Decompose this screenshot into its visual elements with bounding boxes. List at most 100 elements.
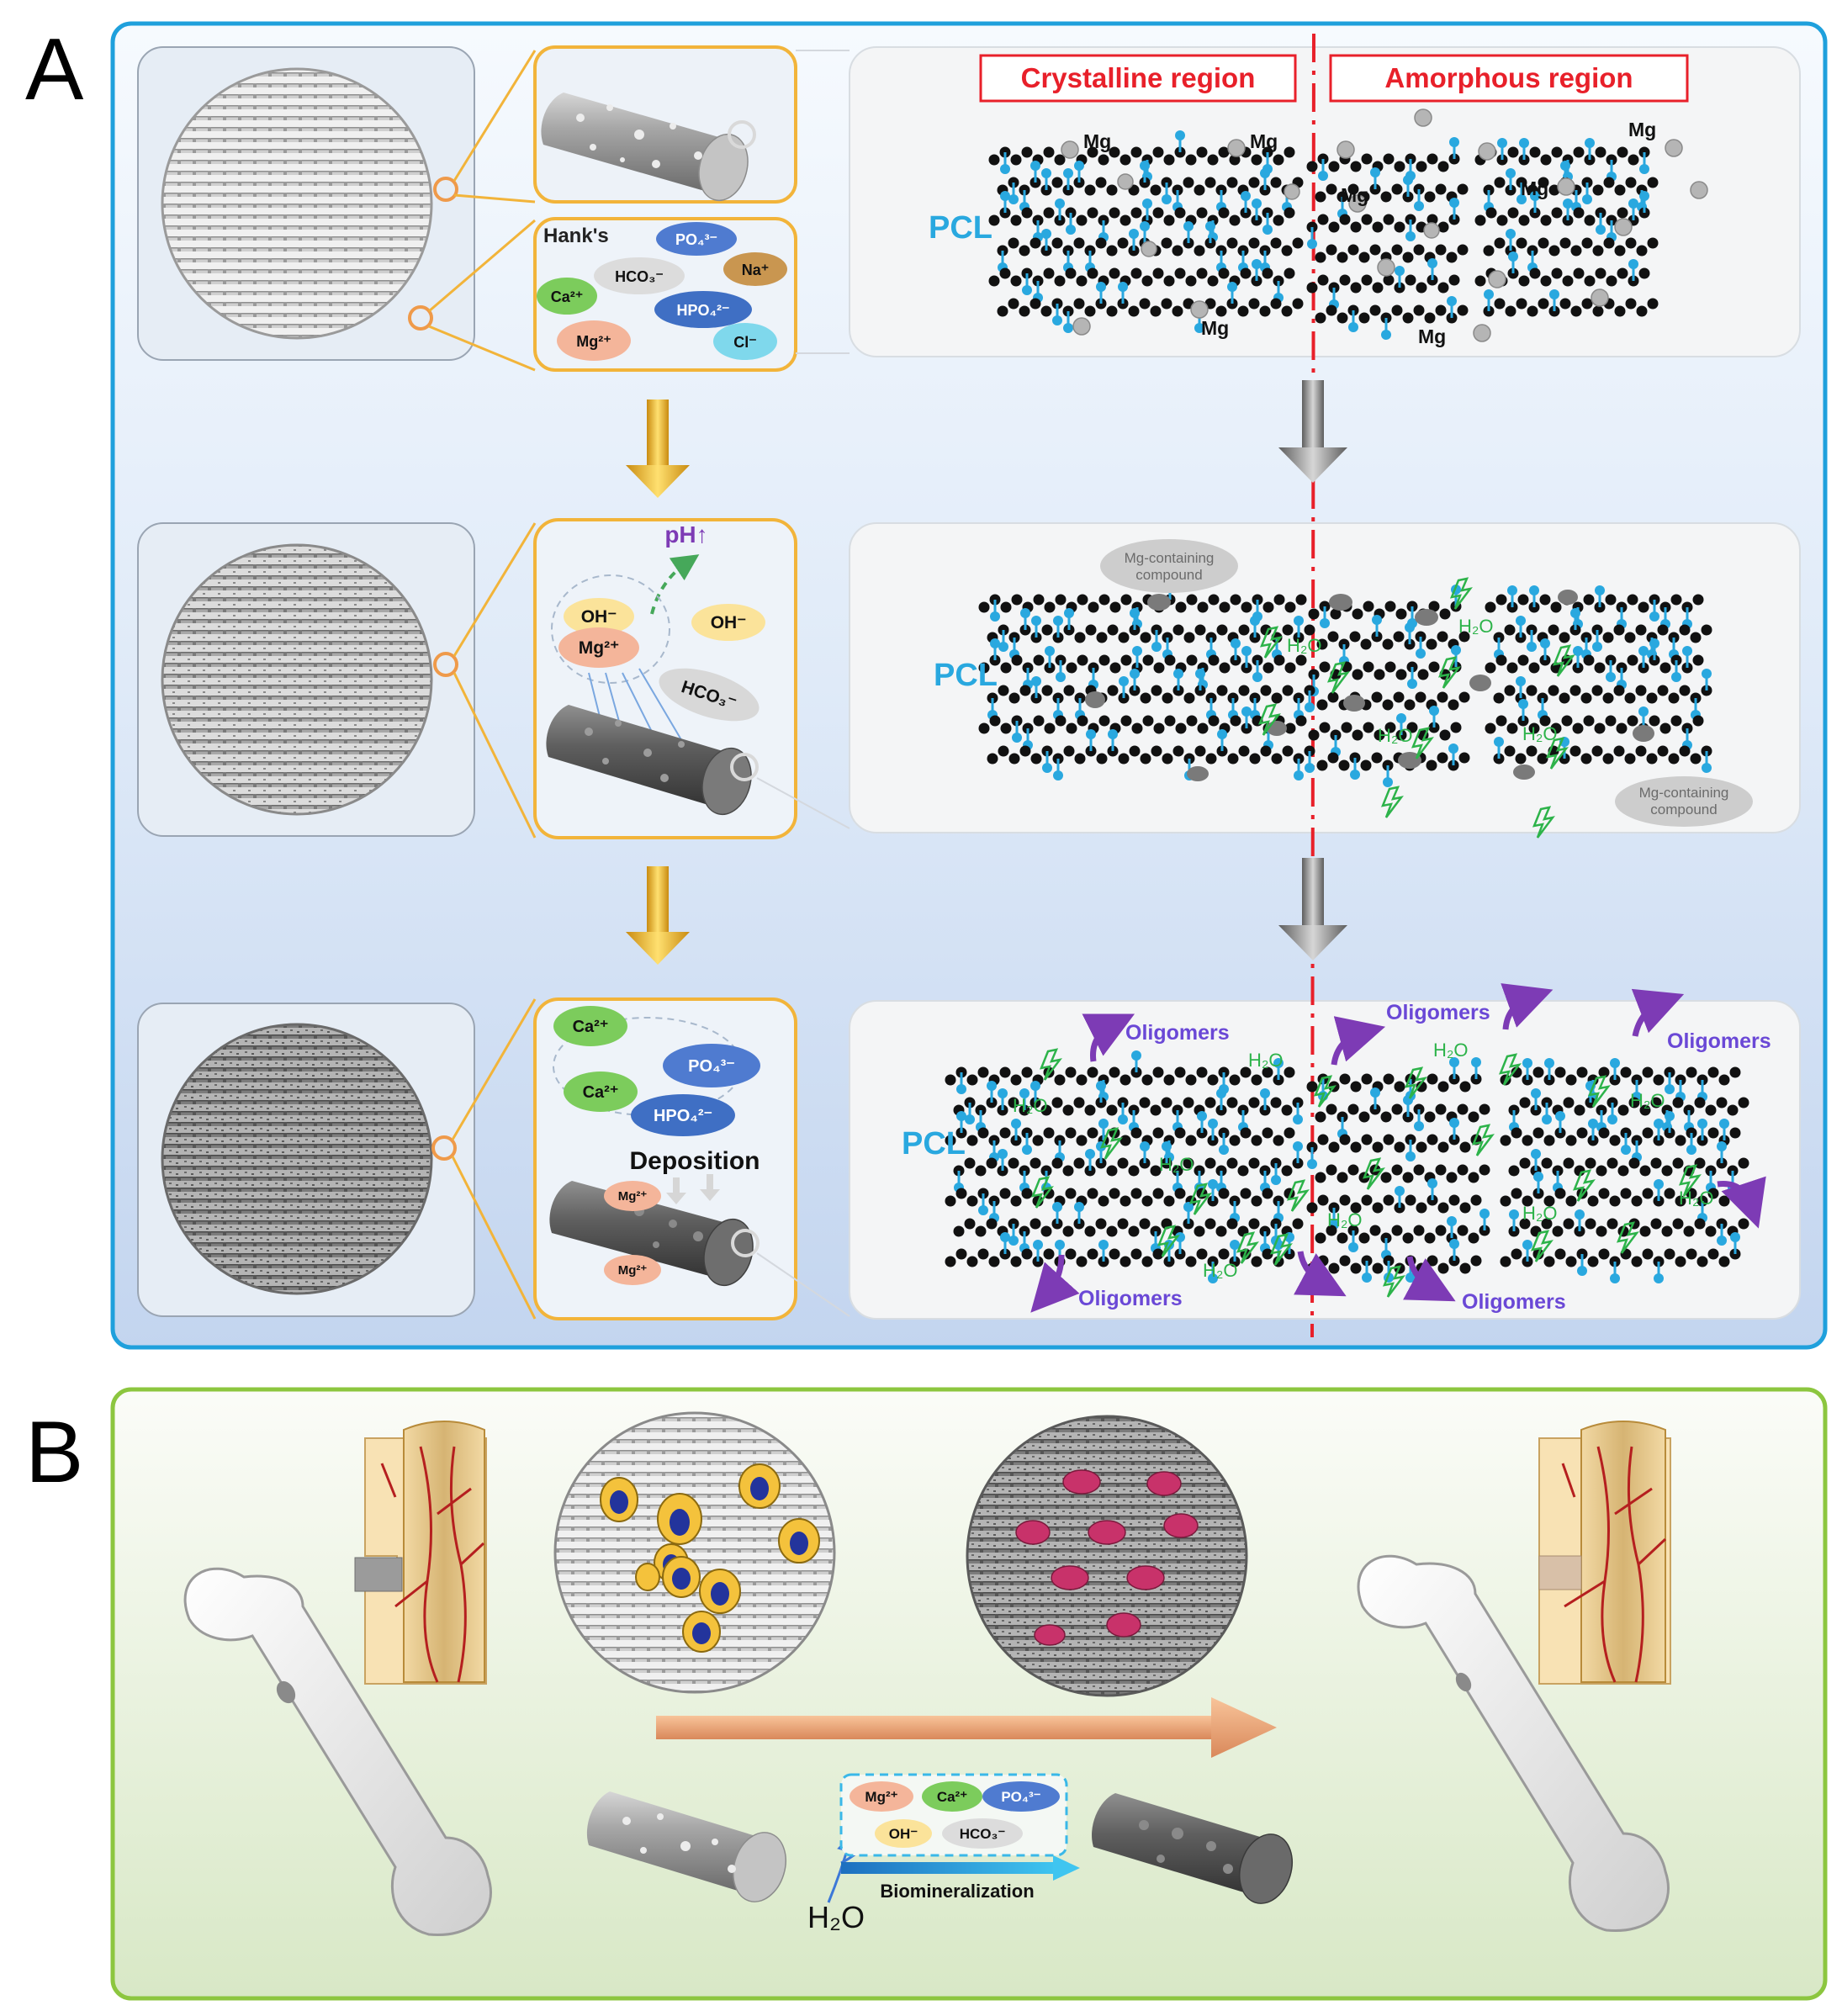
chain-atom	[1574, 1104, 1585, 1116]
oxygen-atom	[1064, 608, 1074, 618]
chain-atom	[1413, 244, 1425, 256]
chain-atom	[1620, 1188, 1632, 1199]
oxygen-atom	[1241, 706, 1252, 717]
chain-atom	[1435, 1225, 1447, 1236]
chain-atom	[945, 1195, 956, 1207]
water-bolt-icon	[1257, 703, 1281, 736]
chain-atom	[1153, 662, 1165, 674]
chain-atom	[1019, 685, 1031, 696]
chain-atom	[1705, 1225, 1717, 1237]
water-bolt-icon	[1099, 1127, 1123, 1160]
chain-atom	[1361, 1194, 1373, 1206]
chain-atom	[1163, 275, 1175, 287]
chain-atom	[1065, 1188, 1077, 1199]
chain-atom	[1229, 214, 1241, 226]
chain-atom	[978, 662, 990, 674]
pcl-label: PCL	[902, 1126, 966, 1161]
chain-atom	[1690, 632, 1702, 643]
chain-atom	[1073, 1097, 1085, 1109]
chain-atom	[1416, 282, 1427, 294]
chain-atom	[1668, 753, 1680, 765]
molecular-zoom-lines	[756, 50, 850, 1317]
chain-atom	[1230, 715, 1241, 727]
chain-atom	[1363, 601, 1374, 612]
chain-atom	[1646, 753, 1658, 765]
chain-atom	[1559, 237, 1571, 249]
oxygen-atom	[1053, 770, 1063, 780]
chain-atom	[1485, 662, 1496, 674]
oxygen-atom	[1638, 706, 1649, 717]
chain-atom	[1019, 245, 1030, 257]
chain-atom	[1598, 1066, 1610, 1078]
pcl-label: PCL	[929, 210, 992, 246]
chain-atom	[1008, 237, 1019, 249]
oxygen-atom	[1108, 729, 1118, 739]
chain-atom	[1186, 715, 1198, 727]
chain-atom	[1692, 594, 1704, 606]
oligomer-labels: Oligomers Oligomers Oligomers Oligomers …	[1078, 1001, 1771, 1314]
oxygen-atom	[1063, 323, 1073, 333]
oxygen-atom	[1305, 763, 1315, 773]
oxygen-atom	[1621, 1145, 1631, 1155]
chain-atom	[1204, 177, 1216, 188]
chain-atom	[1196, 146, 1208, 158]
chain-atom	[1594, 662, 1606, 674]
chain-atom	[1010, 1195, 1022, 1207]
chain-atom	[1237, 1165, 1249, 1177]
chain-atom	[988, 154, 1000, 166]
chain-atom	[1595, 146, 1606, 158]
ion-po4-blob	[663, 1044, 760, 1087]
chain-atom	[1076, 1135, 1088, 1146]
chain-atom	[1639, 1165, 1651, 1177]
chain-atom	[1284, 662, 1296, 674]
chain-atom	[1284, 146, 1295, 158]
chain-atom	[1350, 221, 1362, 233]
oxygen-atom	[1654, 1179, 1664, 1189]
water-bolt-icon	[1236, 1231, 1259, 1264]
ion-ca-blob	[564, 1071, 638, 1112]
chain-atom	[1529, 267, 1541, 279]
chain-atom	[977, 1066, 989, 1078]
water-bolt-icon	[1269, 1233, 1293, 1266]
chain-atom	[1507, 146, 1519, 158]
chain-atom	[1550, 722, 1562, 734]
oxygen-atom	[1533, 1172, 1543, 1182]
chain-atom	[1051, 1157, 1063, 1169]
chain-atom	[1308, 608, 1320, 620]
chain-atom	[1554, 1248, 1566, 1260]
oxygen-atom	[1011, 1119, 1021, 1129]
oxygen-atom	[1449, 1057, 1459, 1067]
chain-atom	[1142, 654, 1154, 666]
oligomers-label: Oligomers	[1462, 1290, 1566, 1314]
chain-atom	[986, 1157, 998, 1169]
oxygen-atom	[1098, 1119, 1109, 1129]
chain-atom	[1164, 715, 1176, 727]
chain-atom	[1696, 1256, 1708, 1267]
chain-atom	[1055, 594, 1067, 606]
chain-atom	[1262, 267, 1273, 279]
chain-atom	[1120, 594, 1132, 606]
pcl-mg-rod-before	[586, 1791, 786, 1902]
chain-atom	[1043, 1127, 1055, 1139]
chain-atom	[1470, 1255, 1482, 1267]
chain-atom	[1109, 146, 1120, 158]
ion-mg: Mg²⁺	[618, 1189, 648, 1204]
chain-atom	[1581, 298, 1593, 310]
water-bolt-icon	[1313, 1075, 1337, 1108]
biomineralization-ions: Mg²⁺ Ca²⁺ PO₄³⁻ OH⁻ HCO₃⁻	[850, 1781, 1060, 1849]
scaffold-disc-mineralized	[161, 1023, 433, 1295]
chain-atom	[1109, 1066, 1120, 1078]
chain-atom	[945, 1074, 956, 1086]
chain-atom	[1363, 722, 1374, 733]
chain-atom	[1186, 654, 1198, 666]
chain-atom	[1066, 662, 1077, 674]
chain-atom	[1690, 753, 1702, 765]
oxygen-atom	[1549, 289, 1559, 299]
chain-atom	[986, 1218, 998, 1230]
chain-atom	[1350, 282, 1362, 294]
chain-atom	[1032, 1135, 1044, 1146]
chain-atom	[1119, 1256, 1131, 1267]
oxygen-atom	[1522, 1240, 1532, 1250]
chain-atom	[1030, 1218, 1041, 1230]
chain-atom	[1446, 1172, 1458, 1183]
